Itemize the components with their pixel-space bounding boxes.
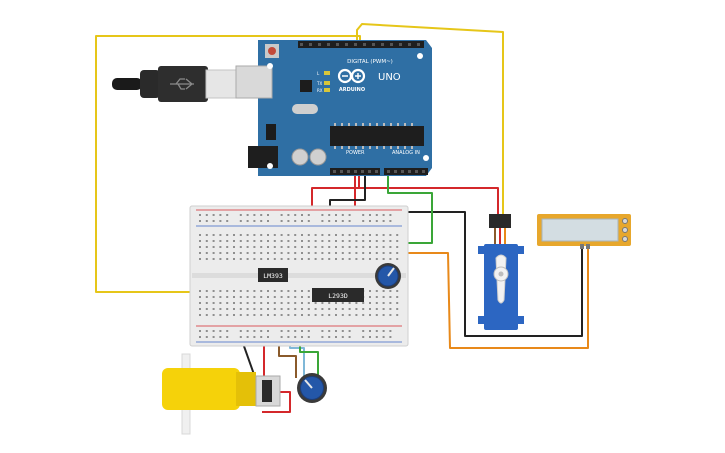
lcd-screen <box>541 218 619 242</box>
lcd-pin-2[interactable] <box>622 227 628 233</box>
mounting-hole-tl <box>267 63 273 69</box>
wire-yellow-servo-signal[interactable] <box>356 23 504 215</box>
lm393-body <box>258 268 288 282</box>
breadboard-channel <box>192 273 406 278</box>
arduino-model-label: UNO <box>378 72 401 83</box>
lcd-terminal-2 <box>586 244 590 249</box>
wire-yellow-left[interactable] <box>95 35 361 293</box>
capacitor-1 <box>291 148 309 166</box>
mounting-hole-bl <box>267 163 273 169</box>
usb-cable-strain <box>140 70 160 98</box>
usb-icon <box>170 78 194 90</box>
servo-motor[interactable] <box>478 214 524 330</box>
wire-red-motor[interactable] <box>262 280 291 413</box>
servo-tab-bottom <box>478 316 524 324</box>
digital-pin-row <box>300 43 420 46</box>
lcd-terminal-1 <box>580 244 584 249</box>
lcd-module[interactable] <box>537 214 631 249</box>
power-header-label: POWER <box>346 150 365 156</box>
lcd-pin-3[interactable] <box>622 236 628 242</box>
atmega-pins <box>334 123 413 149</box>
usb-chip <box>300 80 312 92</box>
mounting-hole-r <box>423 155 429 161</box>
breadboard[interactable]: LM393 L293D <box>189 205 409 347</box>
usb-cable <box>112 66 239 102</box>
lm393-label: LM393 <box>263 272 283 280</box>
crystal <box>292 104 318 114</box>
lm393-chip[interactable]: LM393 <box>258 268 288 282</box>
power-analog-pins <box>333 170 425 173</box>
capacitor-2 <box>309 148 327 166</box>
led-l <box>324 71 330 75</box>
dc-gear-motor[interactable] <box>162 353 281 435</box>
potentiometer-breadboard[interactable] <box>375 263 401 289</box>
usb-jack <box>235 65 273 99</box>
power-jack <box>248 146 278 168</box>
wire-green-a0[interactable] <box>387 175 433 244</box>
digital-header-label: DIGITAL (PWM~) <box>347 59 393 65</box>
usb-cable-tail <box>112 78 142 90</box>
mounting-hole-tr <box>417 53 423 59</box>
wire-black-servo-gnd[interactable] <box>330 211 583 337</box>
lcd-pin-1[interactable] <box>622 218 628 224</box>
motor-gearbox <box>162 368 240 410</box>
l293d-label: L293D <box>328 292 348 300</box>
reset-button-cap[interactable] <box>268 47 276 55</box>
led-rx-label: RX <box>317 88 323 93</box>
motor-cap <box>262 380 272 402</box>
led-tx <box>324 81 330 85</box>
l293d-body <box>312 288 364 302</box>
wires <box>95 23 589 413</box>
arduino-brand-label: ARDUINO <box>339 87 365 93</box>
led-l-label: L <box>317 71 320 76</box>
regulator <box>266 124 276 140</box>
analog-header-label: ANALOG IN <box>392 150 420 156</box>
servo-shaft-center <box>498 271 504 277</box>
led-rx <box>324 88 330 92</box>
usb-connector <box>205 69 239 99</box>
potentiometer-lower[interactable] <box>297 373 327 403</box>
motor-gearbox-end <box>236 372 256 406</box>
led-tx-label: TX <box>316 81 322 86</box>
servo-tab-top <box>478 246 524 254</box>
atmega-chip <box>330 126 424 146</box>
digital-header[interactable] <box>298 41 424 48</box>
l293d-chip[interactable]: L293D <box>312 288 364 302</box>
analog-header[interactable] <box>384 168 428 175</box>
servo-connector <box>489 214 511 228</box>
arduino-logo-icon <box>337 68 366 84</box>
arduino-uno-board[interactable]: DIGITAL (PWM~) UNO ARDUINO L TX RX <box>235 40 432 176</box>
wire-red-5v[interactable] <box>311 175 360 217</box>
wire-orange-lcd[interactable] <box>392 247 589 349</box>
wire-red-power-rail[interactable] <box>359 187 499 215</box>
